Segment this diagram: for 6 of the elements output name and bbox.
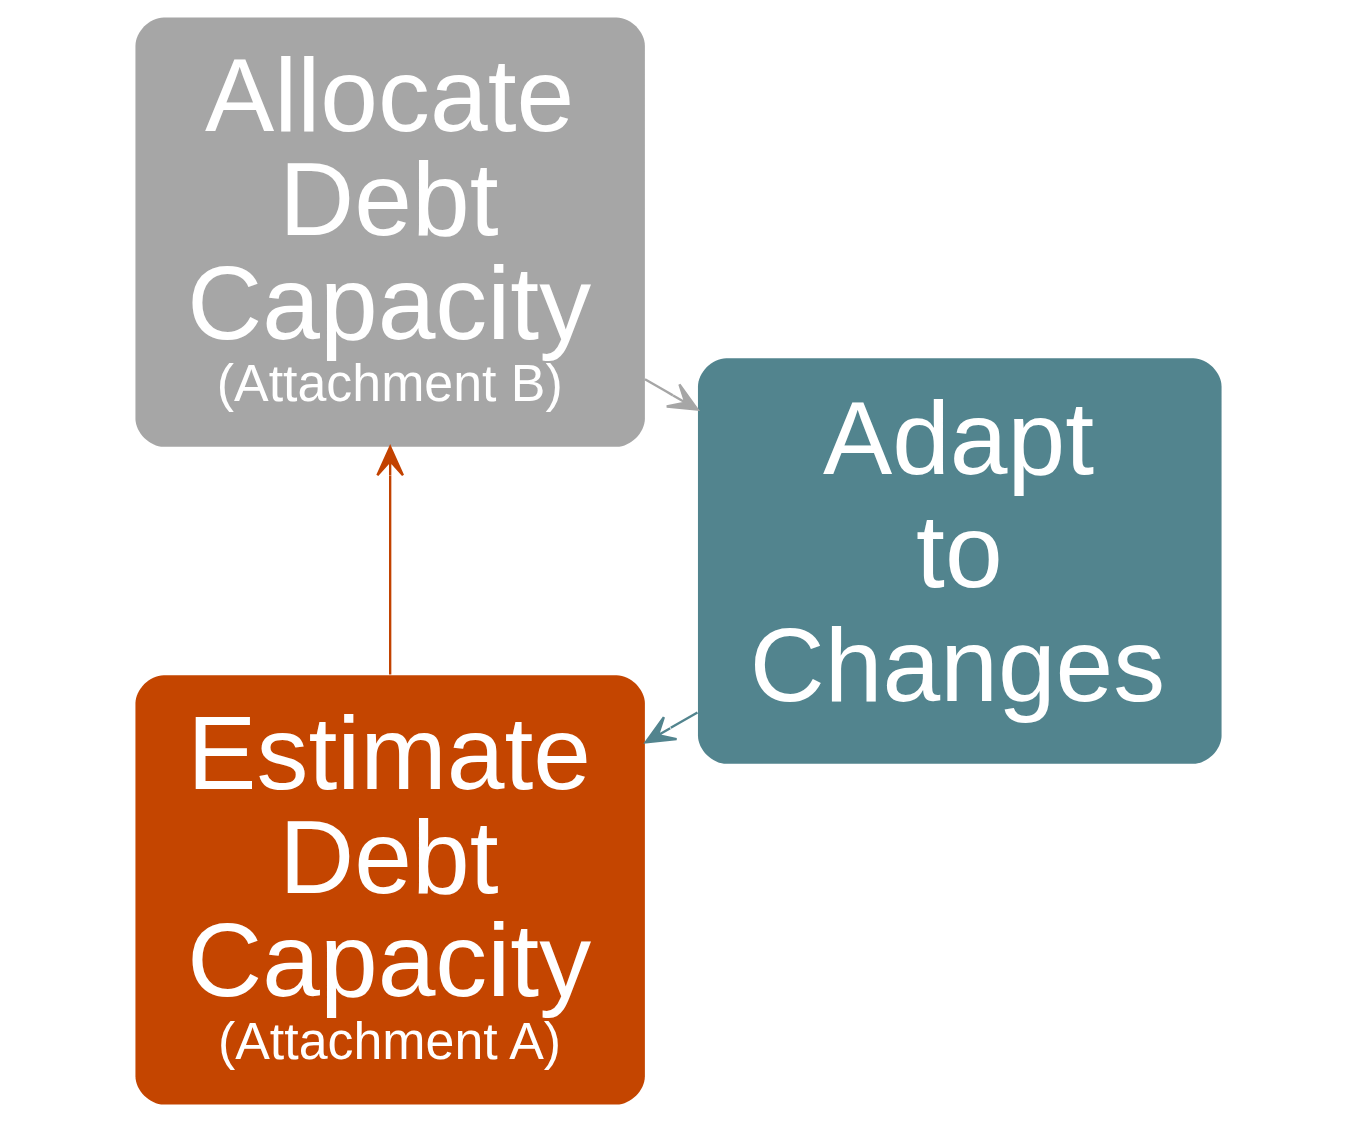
- arrow: [644, 378, 699, 411]
- node-box: Adapt to Changes: [697, 358, 1222, 764]
- node-box: Allocate Debt Capacity (Attachment B): [135, 17, 645, 447]
- arrow: [376, 445, 405, 675]
- node-box: Estimate Debt Capacity (Attachment A): [135, 675, 645, 1105]
- arrow: [644, 711, 699, 744]
